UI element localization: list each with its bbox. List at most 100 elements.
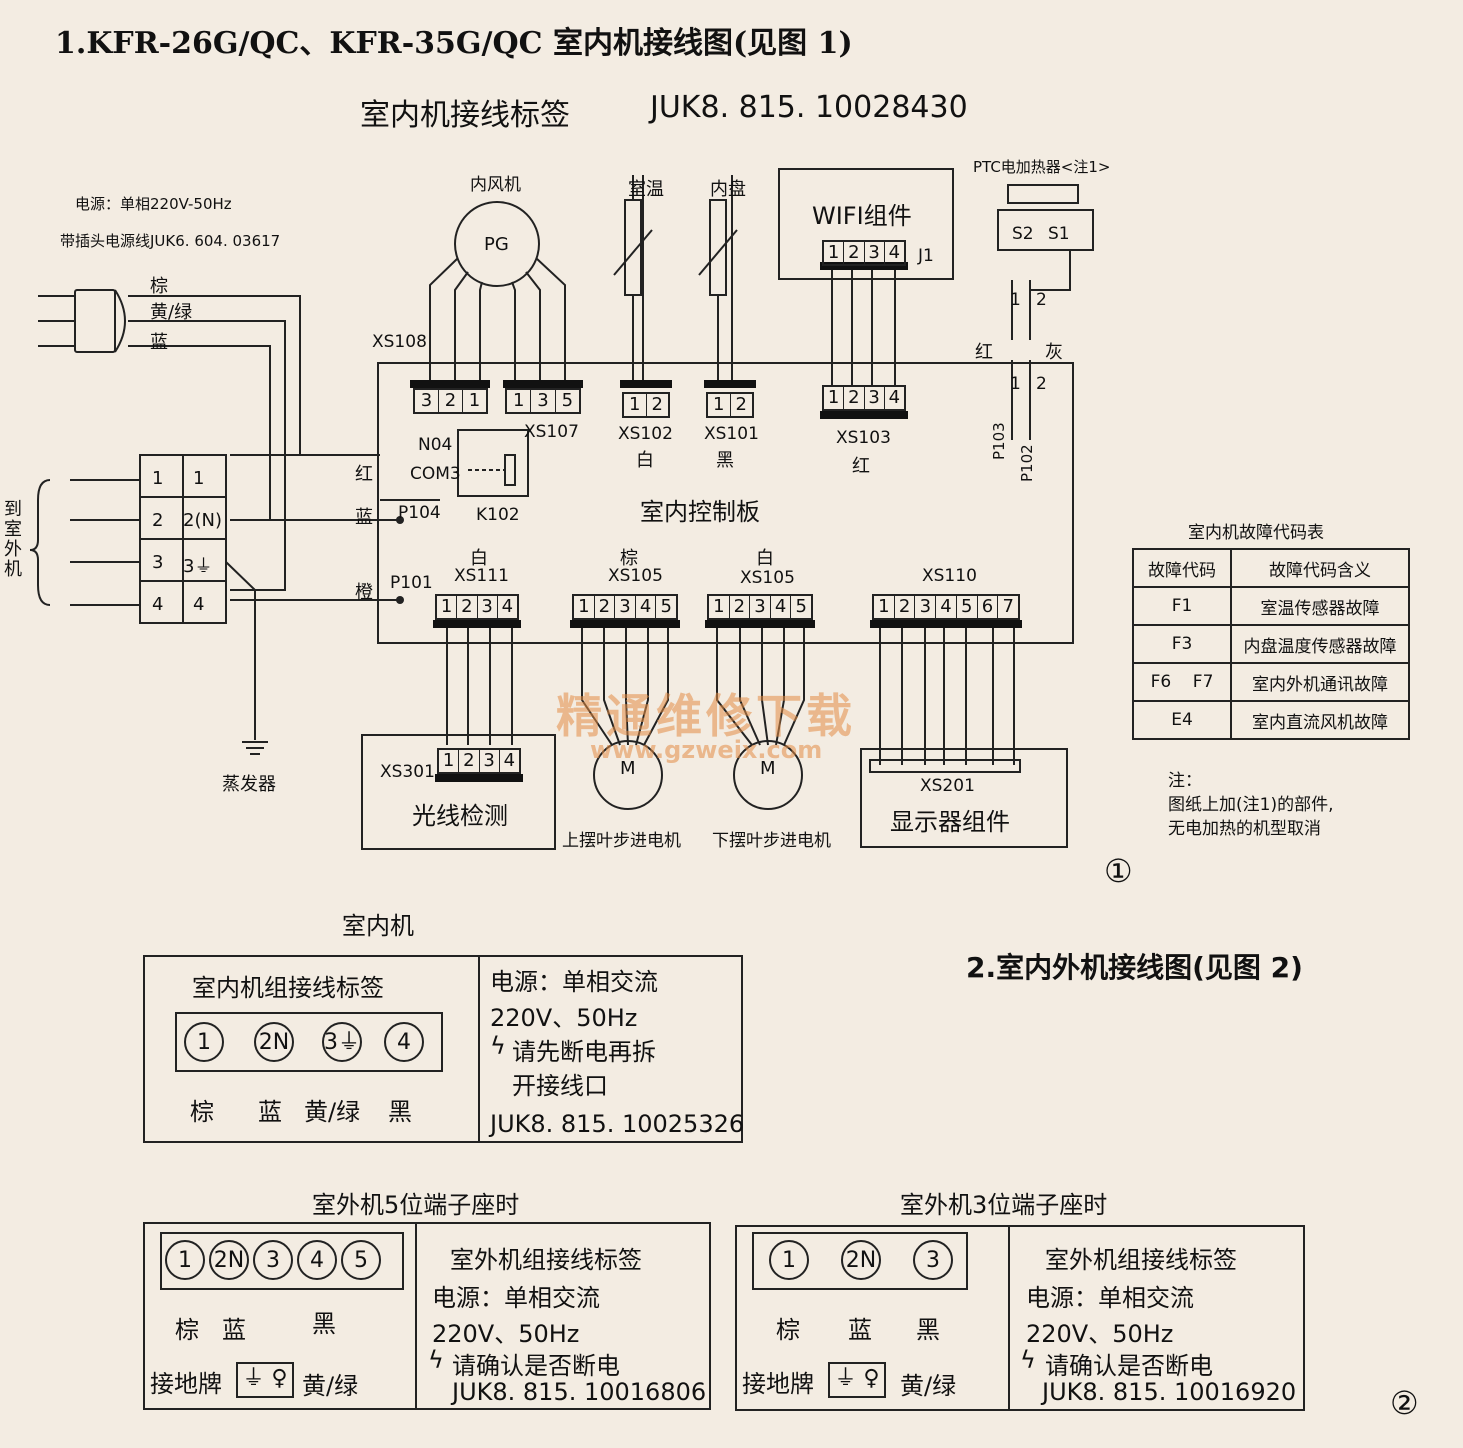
outdoor3-terminal: 1 <box>769 1240 809 1280</box>
xs101-pin: 1 <box>708 394 731 416</box>
com3-label: COM3 <box>410 464 461 484</box>
xs101-pin: 2 <box>735 394 747 415</box>
power-cord: 带插头电源线JUK6. 604. 03617 <box>60 232 281 250</box>
wire-label-red: 红 <box>355 464 373 485</box>
table-header: 故障代码 <box>1132 548 1232 588</box>
outdoor5-terminal: 4 <box>297 1240 337 1280</box>
xs105a-pin: 5 <box>660 596 672 617</box>
note-line2: 无电加热的机型取消 <box>1168 819 1321 839</box>
outdoor5-label-box <box>143 1222 711 1410</box>
no4-label: N04 <box>418 435 453 455</box>
wire-label-orange: 橙 <box>355 582 373 603</box>
terminal-right-4: 4 <box>193 594 205 615</box>
xs301-label: XS301 <box>380 762 435 782</box>
xs301-bar <box>435 774 523 782</box>
xs102-pin: 2 <box>651 394 663 415</box>
xs107-pin: 5 <box>561 390 574 411</box>
k102-label: K102 <box>476 505 520 525</box>
lightning-icon: ϟ <box>490 1032 506 1060</box>
outdoor3-color-blue: 蓝 <box>848 1316 872 1344</box>
fault-table-title: 室内机故障代码表 <box>1188 523 1324 543</box>
outdoor3-ground-color: 黄/绿 <box>900 1372 957 1400</box>
xs301-pin: 3 <box>480 750 500 772</box>
indoor-terminal: 2N <box>254 1022 294 1062</box>
xs110-pin: 3 <box>915 596 937 618</box>
xs103-color: 红 <box>852 456 870 477</box>
xs111-pin: 2 <box>457 596 478 618</box>
table-cell: F3 <box>1132 624 1232 664</box>
display-name: 显示器组件 <box>890 808 1010 836</box>
terminal-left-1: 1 <box>152 468 164 489</box>
xs105a-label: XS105 <box>608 566 663 586</box>
xs110-pin: 7 <box>1002 596 1014 617</box>
xs111-label: XS111 <box>454 566 509 586</box>
xs105b-pin: 4 <box>771 596 792 618</box>
xs111-pin: 3 <box>478 596 498 618</box>
outdoor5-terminal: 3 <box>253 1240 293 1280</box>
xs110-pin: 2 <box>895 596 916 618</box>
xs111-color: 白 <box>470 548 488 569</box>
ptc-red: 红 <box>975 342 993 363</box>
outdoor3-caption: 室外机3位端子座时 <box>900 1191 1108 1219</box>
note-line1: 图纸上加(注1)的部件, <box>1168 795 1334 815</box>
outdoor3-color-black: 黑 <box>916 1316 940 1344</box>
j1-pin: 4 <box>888 242 901 263</box>
heading-2: 2.室内外机接线图(见图 2) <box>966 951 1303 984</box>
indoor-terminal-strip <box>175 1012 443 1072</box>
table-row: E4 室内直流风机故障 <box>1132 700 1410 740</box>
xs102-label: XS102 <box>618 424 673 444</box>
xs111-connector: 1 2 3 4 <box>435 594 519 620</box>
terminal-left-2: 2 <box>152 510 164 531</box>
xs103-pin: 3 <box>865 387 885 409</box>
outdoor5-terminal-strip <box>160 1232 404 1290</box>
xs105a-color: 棕 <box>620 548 638 569</box>
indoor-power-line1: 电源：单相交流 <box>490 968 658 996</box>
xs105a-connector: 1 2 3 4 5 <box>572 594 678 620</box>
outdoor5-ground: 接地牌 <box>150 1370 222 1398</box>
p103-label: P103 <box>990 422 1008 460</box>
xs105b-color: 白 <box>756 548 774 569</box>
outdoor5-color-black: 黑 <box>312 1310 336 1338</box>
outdoor3-label-box <box>735 1225 1305 1411</box>
xs110-bar <box>870 620 1022 628</box>
indoor-terminal: 1 <box>184 1022 224 1062</box>
xs105b-pin: 3 <box>750 596 771 618</box>
ptc-s2: S2 <box>1012 224 1034 244</box>
xs102-bar <box>620 380 672 388</box>
xs110-label: XS110 <box>922 566 977 586</box>
xs105b-pin: 2 <box>730 596 751 618</box>
ptc-gray: 灰 <box>1045 342 1063 363</box>
xs107-pin: 1 <box>507 390 532 412</box>
xs110-connector: 1 2 3 4 5 6 7 <box>872 594 1020 620</box>
lightning-icon: ϟ <box>428 1346 444 1374</box>
outdoor3-ground: 接地牌 <box>742 1370 814 1398</box>
xs301-pin: 1 <box>439 750 460 772</box>
indoor-label-title: 室内机组接线标签 <box>192 974 384 1002</box>
xs301-connector: 1 2 3 4 <box>437 748 521 774</box>
indoor-color-yellow-green: 黄/绿 <box>304 1098 361 1126</box>
outdoor5-terminal: 1 <box>165 1240 205 1280</box>
xs110-pin: 6 <box>978 596 999 618</box>
wire-blue: 蓝 <box>150 332 168 353</box>
outdoor5-warning: 请确认是否断电 <box>452 1352 620 1380</box>
xs103-pin: 2 <box>844 387 865 409</box>
outdoor3-divider <box>1008 1225 1010 1411</box>
outdoor3-power-line2: 220V、50Hz <box>1026 1320 1174 1348</box>
terminal-right-3: 3⏚ <box>183 556 213 577</box>
ground-icon: ⏚ ♀ <box>828 1362 886 1398</box>
xs108-label: XS108 <box>372 332 427 352</box>
table-cell: 室内直流风机故障 <box>1230 700 1410 740</box>
outdoor5-title: 室外机组接线标签 <box>450 1246 642 1274</box>
note-title: 注： <box>1168 771 1202 791</box>
outdoor3-warning: 请确认是否断电 <box>1045 1352 1213 1380</box>
xs110-pin: 4 <box>936 596 957 618</box>
xs107-pin: 3 <box>531 390 556 412</box>
control-board-name: 室内控制板 <box>640 498 760 526</box>
xs107-label: XS107 <box>524 422 579 442</box>
outdoor3-power-line1: 电源：单相交流 <box>1026 1284 1194 1312</box>
xs110-pin: 1 <box>874 596 895 618</box>
indoor-power-line2: 220V、50Hz <box>490 1004 638 1032</box>
